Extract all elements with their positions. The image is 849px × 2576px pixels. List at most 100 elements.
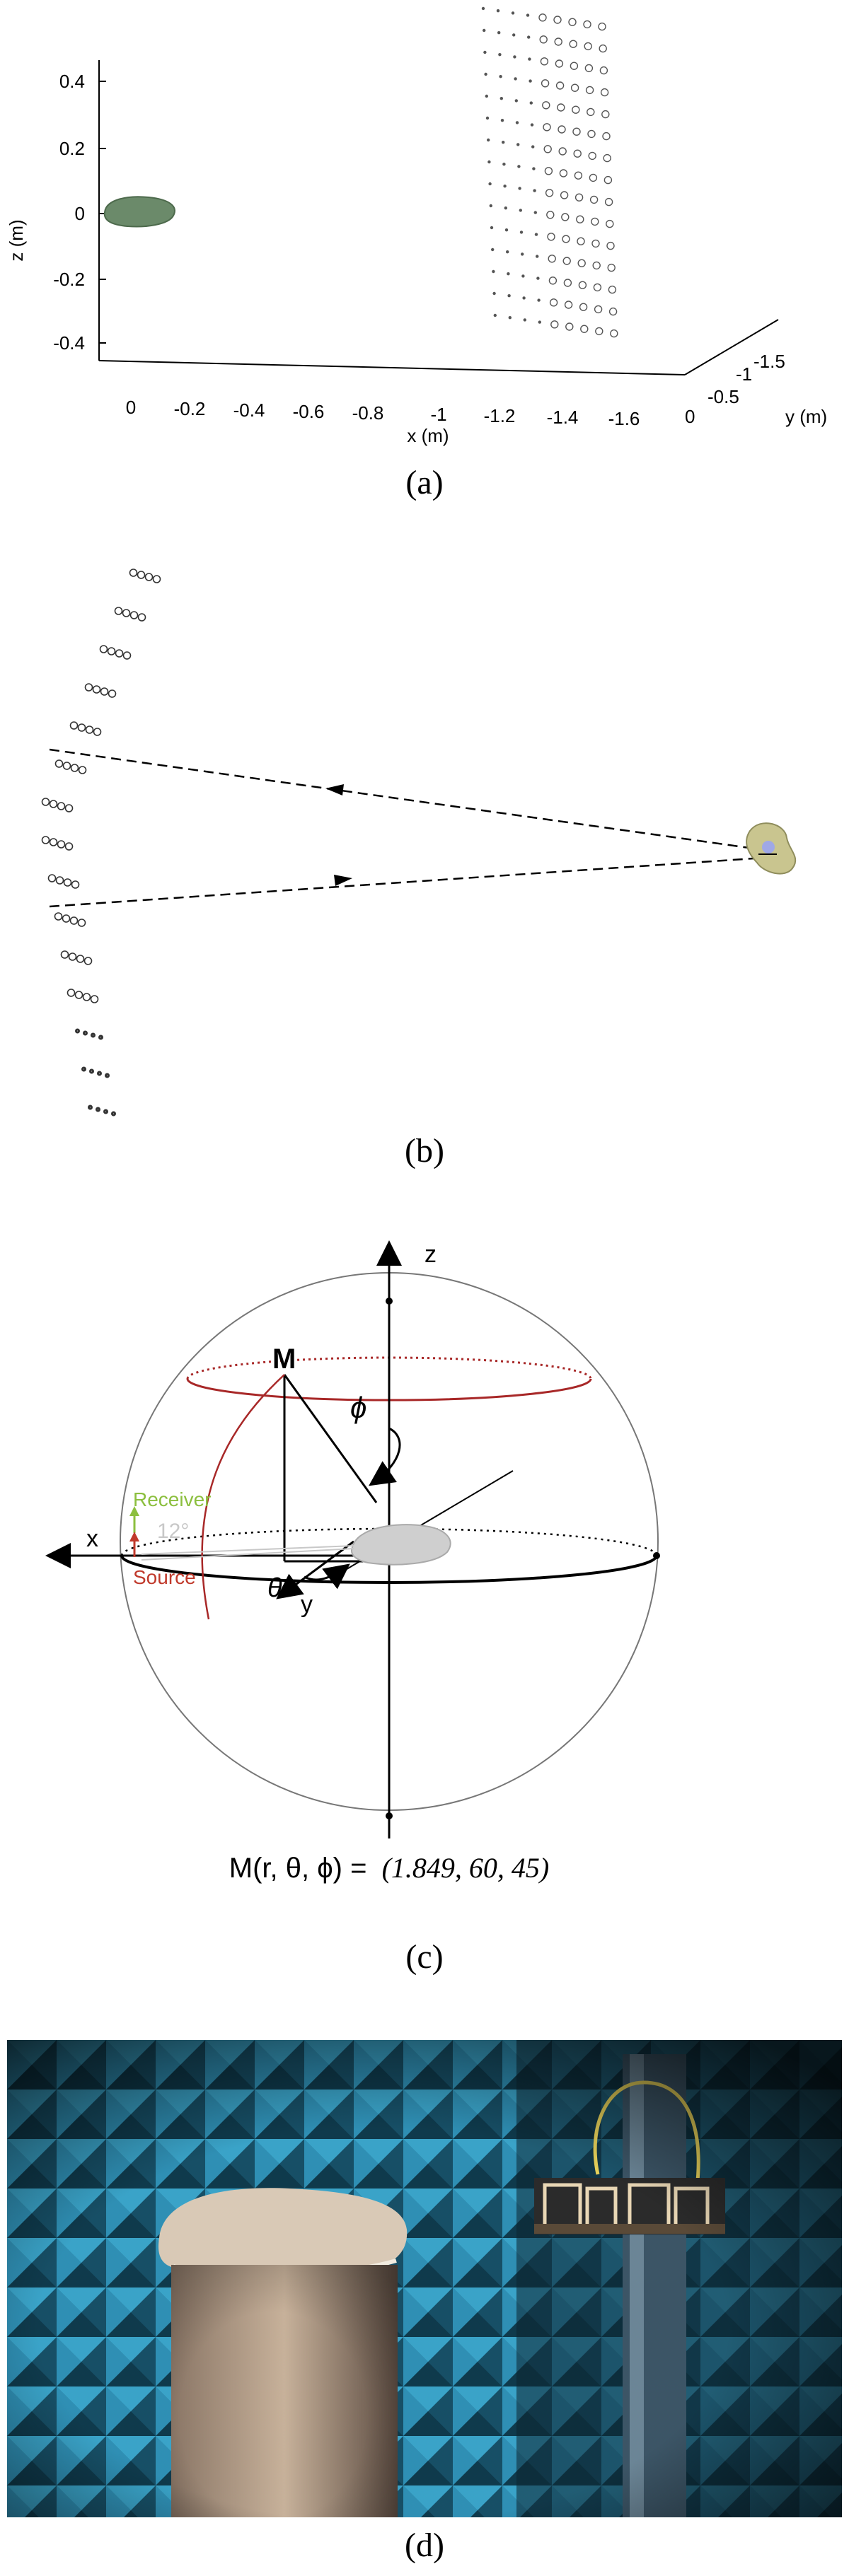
caption-a: (a) (405, 464, 444, 501)
z-axis-ticks (99, 81, 106, 344)
chamber-photo (7, 2040, 842, 2517)
microphone-point (606, 219, 614, 228)
microphone-point (604, 197, 613, 206)
microphone-point (558, 147, 567, 156)
microphone-point (570, 62, 579, 70)
microphone-point (129, 569, 138, 577)
microphone-point (570, 83, 579, 92)
microphone-point (69, 916, 79, 925)
microphone-point (508, 316, 512, 320)
microphone-point (484, 72, 487, 76)
microphone-point (493, 313, 497, 317)
microphone-point (41, 836, 50, 844)
microphone-point (574, 193, 584, 202)
theta-symbol: θ (267, 1573, 282, 1603)
microphone-point (487, 138, 490, 142)
microphone-point (82, 993, 91, 1001)
microphone-point (507, 294, 511, 298)
microphone-point (607, 263, 616, 272)
microphone-point (574, 171, 583, 180)
microphone-point (63, 878, 72, 887)
microphone-point (111, 1111, 116, 1117)
phi-symbol: ϕ (350, 1391, 366, 1424)
y-tick-label: -1 (736, 363, 752, 385)
microphone-point (516, 143, 520, 146)
microphone-point (533, 189, 536, 192)
microphone-point (589, 173, 598, 182)
microphone-point (93, 728, 102, 736)
y-axis-label: y (m) (785, 406, 827, 427)
microphone-point (122, 651, 132, 660)
microphone-point (122, 609, 131, 617)
x-tick-label: -0.2 (174, 398, 206, 419)
microphone-point (533, 211, 537, 214)
equation-values: (1.849, 60, 45) (382, 1852, 550, 1884)
microphone-point (504, 206, 507, 210)
microphone-point (553, 16, 562, 24)
microphone-point (563, 279, 572, 287)
z-tick-label: -0.2 (53, 269, 85, 290)
microphone-point (594, 305, 603, 314)
x-tick-label: -0.4 (233, 400, 265, 421)
microphone-point (90, 995, 99, 1003)
microphone-point (523, 318, 526, 322)
microphone-point (560, 191, 569, 199)
microphone-point (506, 250, 509, 254)
object-blob (103, 196, 175, 228)
microphone-point (603, 175, 613, 185)
microphone-point (137, 571, 146, 579)
microphone-point (578, 281, 587, 289)
microphone-point (545, 189, 554, 197)
microphone-point (99, 645, 108, 653)
microphone-point (565, 322, 574, 331)
microphone-point (85, 725, 94, 734)
microphone-point (550, 320, 559, 329)
microphone-point (529, 101, 533, 105)
microphone-point (599, 66, 608, 75)
microphone-point (602, 132, 611, 141)
microphone-point (497, 31, 501, 35)
y-axis-label: y (301, 1591, 313, 1618)
microphone-point (519, 209, 522, 212)
microphone-point (569, 40, 577, 48)
microphone-point (606, 241, 615, 250)
microphone-point (68, 952, 77, 961)
microphone-point (548, 255, 556, 263)
microphone-point (564, 301, 573, 309)
microphone-point (513, 55, 516, 59)
microphone-point (589, 195, 599, 204)
microphone-point (587, 129, 596, 139)
microphone-point (539, 35, 548, 44)
panel-c-sphere-diagram: z x y M ϕ θ 12° Receiver Source M(r, θ, … (45, 1240, 660, 1884)
microphone-point (521, 252, 524, 256)
z-tick-label: -0.4 (53, 332, 85, 354)
microphone-point (500, 119, 504, 122)
y-axis-line (276, 1540, 354, 1599)
microphone-point (504, 228, 509, 232)
microphone-point (485, 94, 488, 98)
microphone-point (41, 798, 50, 806)
ray-lines (49, 748, 765, 908)
panel-a-3d-plot: 0.4 0.2 0 -0.2 -0.4 z (m) 0 -0.2 -0.4 -0… (6, 6, 827, 446)
microphone-point (543, 123, 551, 132)
microphone-point (483, 50, 487, 54)
microphone-point (585, 86, 594, 95)
microphone-point (487, 160, 491, 164)
microphone-point (592, 261, 601, 270)
source-label: Source (133, 1566, 196, 1588)
microphone-point (514, 77, 517, 81)
microphone-point (555, 81, 565, 90)
angle-label: 12° (157, 1520, 189, 1543)
microphone-point (603, 153, 611, 163)
microphone-point (572, 105, 580, 114)
microphone-point (610, 329, 618, 338)
microphone-point (91, 1032, 96, 1038)
microphone-point (49, 838, 58, 846)
x-tick-label: -1.2 (484, 405, 516, 426)
microphone-point (591, 239, 600, 248)
microphone-point (105, 1073, 110, 1078)
microphone-point (538, 13, 547, 22)
z-axis-label: z (m) (6, 219, 27, 261)
microphone-point (576, 215, 584, 223)
microphone-point (511, 11, 515, 15)
